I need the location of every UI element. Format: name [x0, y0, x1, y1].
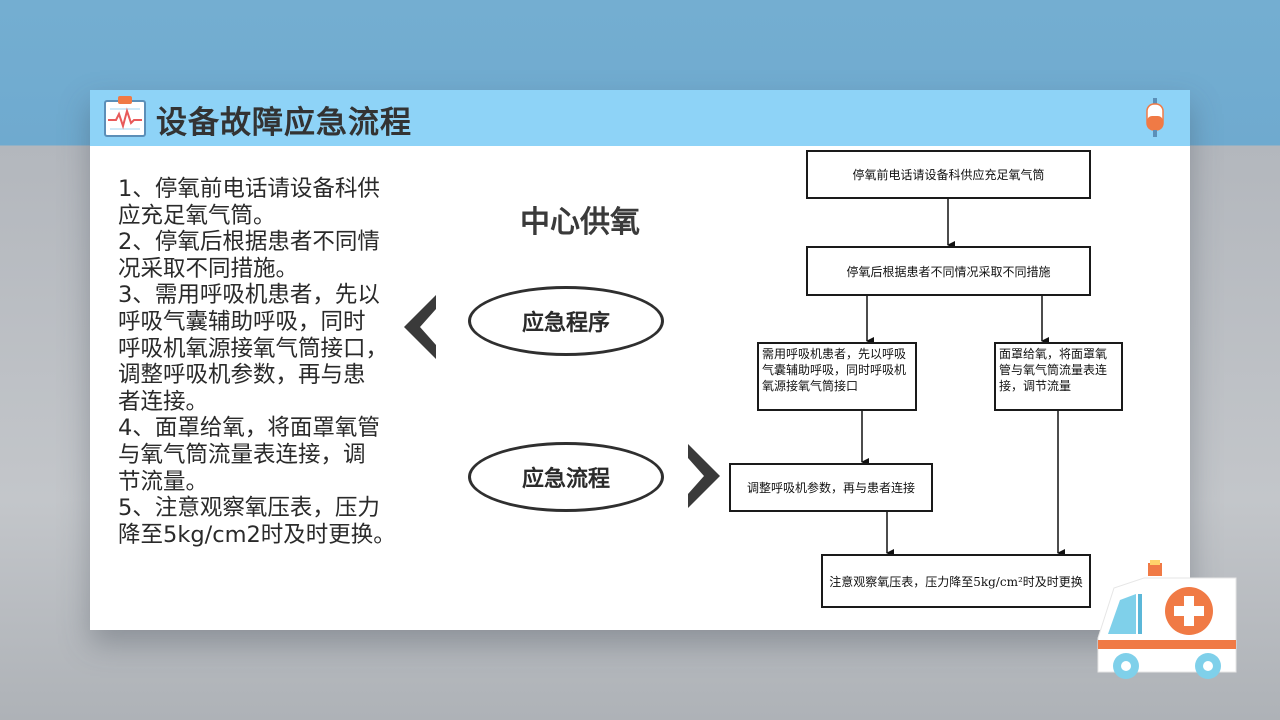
iv-drip-bag-icon — [1146, 98, 1164, 137]
emergency-procedure-oval: 应急程序 — [468, 286, 664, 356]
header-bar: 设备故障应急流程 — [90, 90, 1190, 146]
center-title: 中心供氧 — [520, 205, 640, 240]
flow-box-adjust-ventilator: 调整呼吸机参数，再与患者连接 — [729, 463, 933, 512]
ambulance-icon — [1097, 560, 1237, 679]
step-line: 调整呼吸机参数，再与患 — [118, 362, 366, 389]
step-line: 者连接。 — [118, 388, 209, 415]
step-line: 3、需用呼吸机患者，先以 — [118, 282, 380, 309]
flow-box-ventilator: 需用呼吸机患者，先以呼吸气囊辅助呼吸，同时呼吸机氧源接氧气筒接口 — [757, 342, 917, 411]
flow-box-pressure-gauge: 注意观察氧压表，压力降至5kg/cm²时及时更换 — [821, 554, 1091, 608]
chevron-left-icon — [404, 295, 436, 359]
step-line: 节流量。 — [118, 468, 209, 495]
flow-box-prepare-cylinders: 停氧前电话请设备科供应充足氧气筒 — [806, 150, 1091, 199]
clipboard-heartbeat-icon — [104, 96, 146, 137]
emergency-flow-oval: 应急流程 — [468, 442, 664, 512]
flow-box-mask-oxygen: 面罩给氧，将面罩氧管与氧气筒流量表连接，调节流量 — [994, 342, 1123, 411]
step-line: 降至5kg/cm2时及时更换。 — [118, 521, 396, 548]
step-line: 4、面罩给氧，将面罩氧管 — [118, 415, 380, 442]
step-line: 与氧气筒流量表连接，调 — [118, 441, 366, 468]
flow-box-measures: 停氧后根据患者不同情况采取不同措施 — [806, 246, 1091, 296]
steps-text: 1、停氧前电话请设备科供 应充足氧气筒。 2、停氧后根据患者不同情 况采取不同措… — [118, 176, 418, 548]
step-line: 况采取不同措施。 — [118, 255, 299, 282]
step-line: 应充足氧气筒。 — [118, 202, 276, 229]
step-line: 呼吸气囊辅助呼吸，同时 — [118, 308, 366, 335]
step-line: 1、停氧前电话请设备科供 — [118, 176, 380, 202]
page-title: 设备故障应急流程 — [156, 105, 412, 141]
step-line: 5、注意观察氧压表，压力 — [118, 495, 380, 522]
slide-card: 设备故障应急流程 1、停氧前电话请设备科供 应充足氧气筒。 2、停氧后根据患者不… — [90, 90, 1190, 630]
step-line: 2、停氧后根据患者不同情 — [118, 229, 380, 256]
step-line: 呼吸机氧源接氧气筒接口， — [118, 335, 389, 362]
chevron-right-icon — [688, 444, 720, 508]
flowchart-connectors — [861, 199, 1065, 557]
